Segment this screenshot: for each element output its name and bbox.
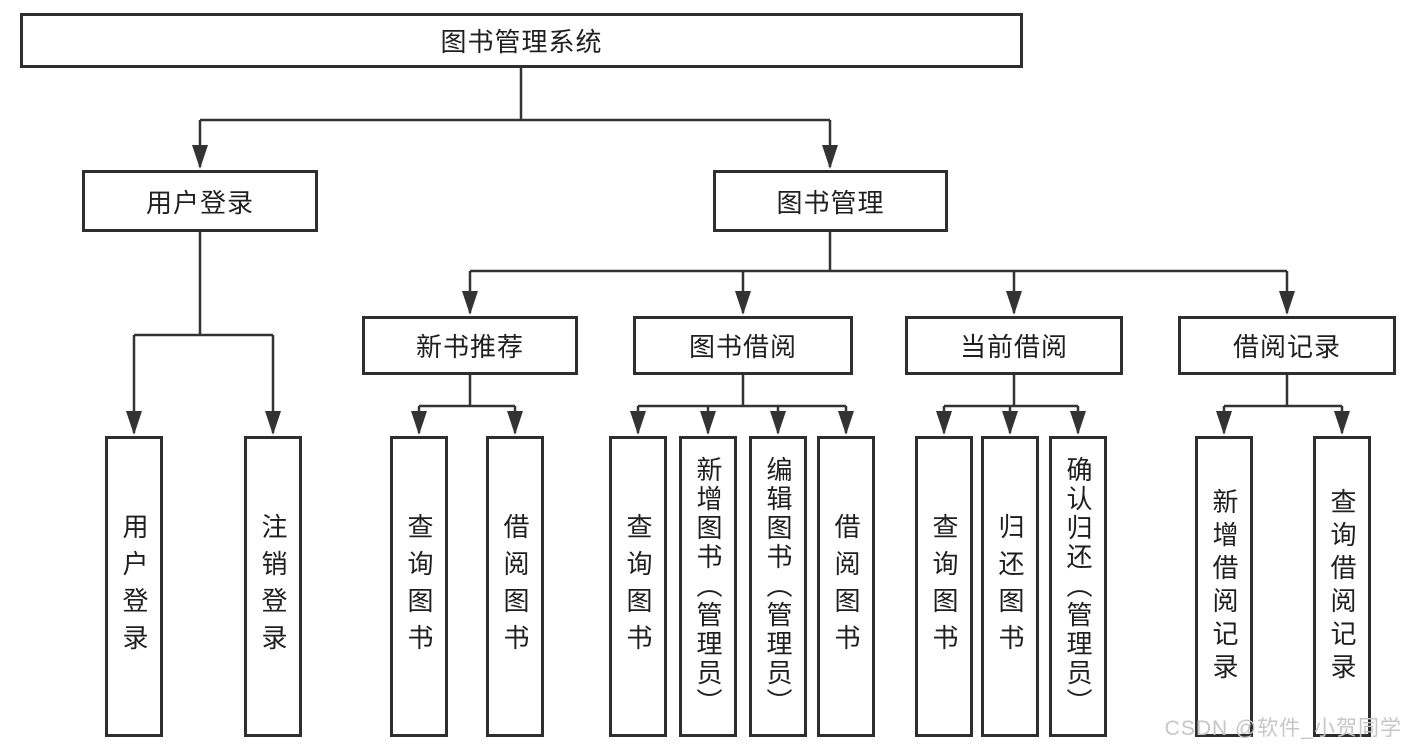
node-label: 借阅记录 bbox=[1232, 332, 1341, 362]
connector-current-borrowing bbox=[944, 375, 1078, 408]
leaf-label: 新增借阅记录 bbox=[1209, 487, 1239, 686]
leaf-label: 借阅图书 bbox=[500, 512, 530, 661]
leaf-label: 归还图书 bbox=[995, 512, 1025, 661]
connector-book-borrowing bbox=[638, 375, 846, 408]
node-label: 图书借阅 bbox=[688, 332, 797, 362]
connector-user-login bbox=[134, 232, 273, 337]
leaf-query-borrow-record: 查询借阅记录 bbox=[1313, 436, 1371, 737]
node-new-book-recommendation: 新书推荐 bbox=[362, 316, 578, 375]
leaf-label: 注销登录 bbox=[258, 512, 288, 661]
node-book-management: 图书管理 bbox=[713, 170, 948, 232]
node-label: 图书管理 bbox=[776, 187, 885, 218]
leaf-label: 查询借阅记录 bbox=[1327, 487, 1357, 686]
node-label: 当前借阅 bbox=[959, 332, 1068, 362]
node-user-login: 用户登录 bbox=[82, 170, 318, 232]
node-label: 用户登录 bbox=[145, 187, 254, 218]
leaf-query-books-borrow: 查询图书 bbox=[609, 436, 667, 737]
leaf-query-books-recommend: 查询图书 bbox=[390, 436, 448, 737]
leaf-borrow-books: 借阅图书 bbox=[817, 436, 875, 737]
leaf-label: 借阅图书 bbox=[831, 512, 861, 661]
node-borrowing-records: 借阅记录 bbox=[1178, 316, 1396, 375]
connector-root bbox=[200, 68, 830, 122]
leaf-edit-books-admin: 编辑图书（管理员） bbox=[749, 436, 807, 737]
csdn-watermark: CSDN @软件_小贺同学 bbox=[1164, 717, 1402, 740]
leaf-user-login: 用户登录 bbox=[105, 436, 163, 737]
leaf-label: 查询图书 bbox=[404, 512, 434, 661]
leaf-label: 查询图书 bbox=[623, 512, 653, 661]
node-label: 新书推荐 bbox=[415, 332, 524, 362]
leaf-return-books: 归还图书 bbox=[981, 436, 1039, 737]
leaf-borrow-books-recommend: 借阅图书 bbox=[486, 436, 544, 737]
leaf-query-books-current: 查询图书 bbox=[915, 436, 973, 737]
leaf-add-borrow-record: 新增借阅记录 bbox=[1195, 436, 1253, 737]
leaf-label: 编辑图书（管理员） bbox=[763, 456, 793, 717]
node-current-borrowing: 当前借阅 bbox=[905, 316, 1123, 375]
node-library-management-system: 图书管理系统 bbox=[20, 13, 1023, 68]
leaf-label: 用户登录 bbox=[119, 512, 149, 661]
leaf-logout: 注销登录 bbox=[244, 436, 302, 737]
node-label: 图书管理系统 bbox=[440, 27, 603, 57]
leaf-label: 查询图书 bbox=[929, 512, 959, 661]
leaf-confirm-return-admin: 确认归还（管理员） bbox=[1049, 436, 1107, 737]
connector-borrowing-records bbox=[1224, 375, 1342, 408]
leaf-label: 新增图书（管理员） bbox=[693, 456, 723, 717]
connector-book-management bbox=[470, 232, 1287, 273]
leaf-label: 确认归还（管理员） bbox=[1063, 456, 1093, 717]
leaf-add-books-admin: 新增图书（管理员） bbox=[679, 436, 737, 737]
node-book-borrowing: 图书借阅 bbox=[633, 316, 853, 375]
connector-new-book-recommendation bbox=[419, 375, 515, 408]
